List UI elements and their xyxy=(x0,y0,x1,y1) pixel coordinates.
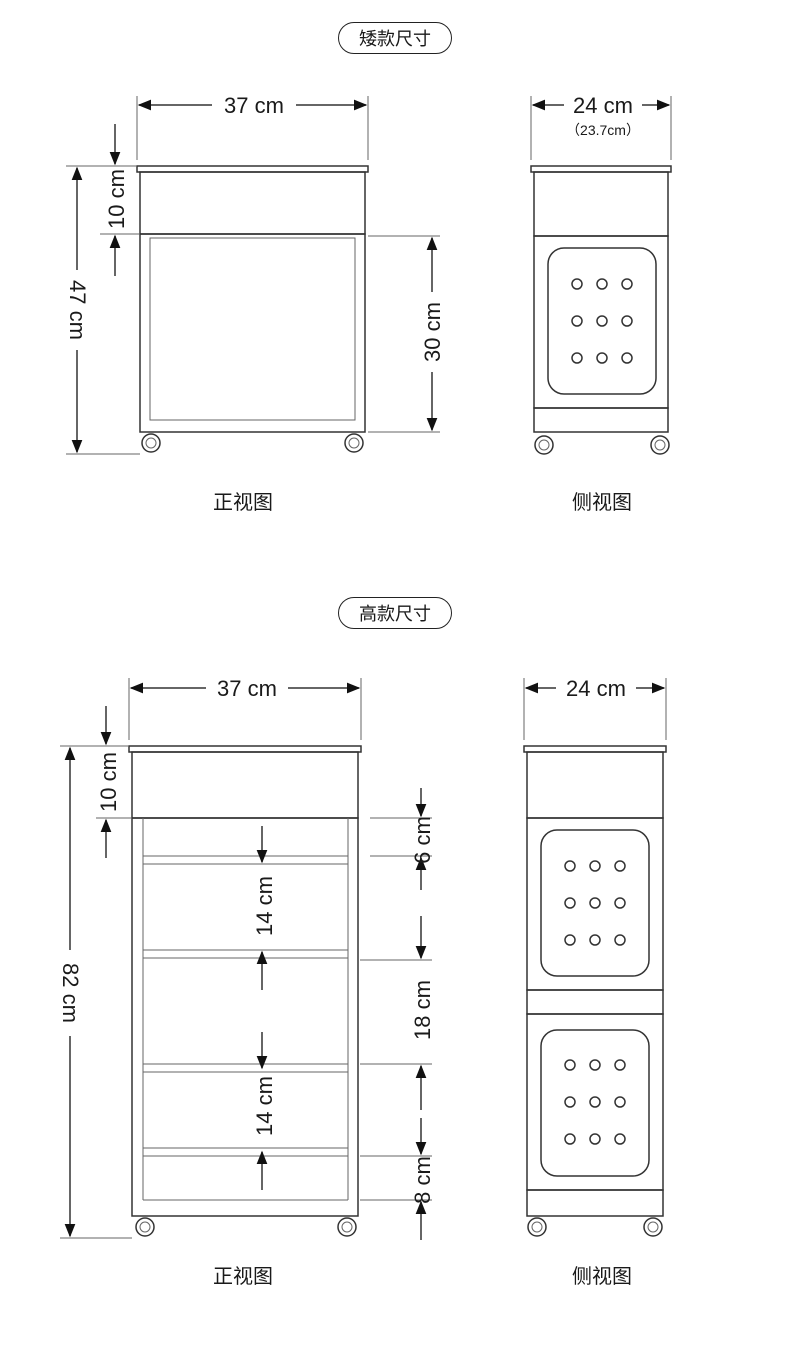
tall-gap-top-label: 6 cm xyxy=(410,816,435,864)
tall-width-dimension: 37 cm xyxy=(128,676,362,740)
short-side-caption: 侧视图 xyxy=(572,492,632,514)
short-front-caption: 正视图 xyxy=(213,492,273,514)
short-cabinet-label: 30 cm xyxy=(420,302,445,362)
tall-drawer-label: 10 cm xyxy=(96,752,121,812)
short-model-title: 矮款尺寸 xyxy=(338,22,452,54)
short-depth-label: 24 cm xyxy=(573,93,633,118)
tall-height-dimension: 82 cm xyxy=(58,745,132,1239)
tall-gap-bottom-label: 8 cm xyxy=(410,1156,435,1204)
short-drawer-label: 10 cm xyxy=(104,169,129,229)
tall-shelf-1-dimension: 14 cm xyxy=(252,826,277,990)
wheel-icon xyxy=(344,433,364,453)
short-height-dimension: 47 cm xyxy=(65,165,140,455)
tall-front-caption: 正视图 xyxy=(213,1266,273,1288)
tall-side-caption: 侧视图 xyxy=(572,1266,632,1288)
tall-model-title: 高款尺寸 xyxy=(338,597,452,629)
tall-width-label: 37 cm xyxy=(217,676,277,701)
tall-depth-label: 24 cm xyxy=(566,676,626,701)
wheel-icon xyxy=(534,435,554,455)
short-depth-dimension: 24 cm （23.7cm） xyxy=(530,93,672,160)
wheel-icon xyxy=(135,1217,155,1237)
short-height-label: 47 cm xyxy=(65,280,90,340)
tall-mid-label: 18 cm xyxy=(410,980,435,1040)
vent-holes xyxy=(564,860,626,946)
short-cabinet-dimension: 30 cm xyxy=(368,235,445,433)
tall-drawer-dimension: 10 cm xyxy=(96,706,132,858)
tall-shelf-1-label: 14 cm xyxy=(252,876,277,936)
tall-front-view xyxy=(128,745,362,1237)
wheel-icon xyxy=(141,433,161,453)
short-drawer-dimension: 10 cm xyxy=(100,124,140,276)
tall-depth-dimension: 24 cm xyxy=(523,676,667,740)
vent-holes xyxy=(564,1059,626,1145)
tall-shelf-2-dimension: 14 cm xyxy=(252,1032,277,1190)
short-depth-exact-label: （23.7cm） xyxy=(566,122,640,138)
tall-right-dimensions: 6 cm 18 cm 8 cm xyxy=(360,788,435,1240)
tall-shelf-2-label: 14 cm xyxy=(252,1076,277,1136)
wheel-icon xyxy=(643,1217,663,1237)
tall-side-view xyxy=(523,745,667,1237)
short-front-view xyxy=(136,165,369,453)
tall-height-label: 82 cm xyxy=(58,963,83,1023)
wheel-icon xyxy=(337,1217,357,1237)
wheel-icon xyxy=(527,1217,547,1237)
wheel-icon xyxy=(650,435,670,455)
short-width-label: 37 cm xyxy=(224,93,284,118)
vent-holes xyxy=(571,278,633,364)
short-width-dimension: 37 cm xyxy=(136,93,369,160)
short-side-view xyxy=(530,165,672,455)
